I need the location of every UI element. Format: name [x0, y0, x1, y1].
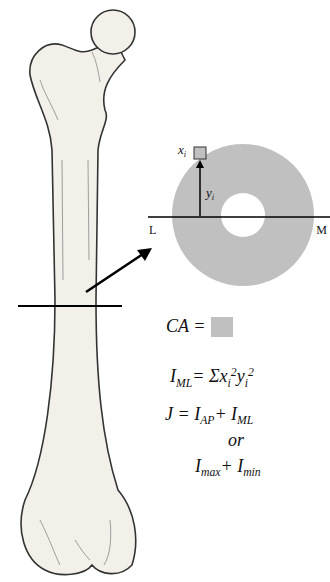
distance-arrow-head — [196, 160, 204, 168]
label-group: M — [316, 224, 327, 236]
label-group: xi — [178, 143, 186, 158]
area-element — [194, 147, 206, 159]
formula-text: CA = — [166, 316, 205, 336]
subscript: i — [212, 192, 214, 202]
formula: CA = — [166, 316, 205, 338]
formula: J = IAP+ IML — [165, 404, 253, 428]
formula-text: = Σx — [192, 366, 227, 386]
formula-text: J = I — [165, 404, 200, 424]
label-group: yi — [206, 186, 214, 201]
femoral-head — [91, 10, 135, 54]
variable-name: x — [178, 142, 184, 157]
subscript: i — [228, 377, 231, 390]
variable-name: y — [206, 185, 212, 200]
superscript: 2 — [231, 366, 237, 379]
cortical-ring — [172, 144, 314, 286]
area-swatch — [211, 317, 233, 337]
subscript: AP — [200, 414, 214, 427]
section-line — [18, 305, 122, 307]
superscript: 2 — [248, 366, 254, 379]
arrow-head — [137, 248, 152, 261]
formula: IML= Σxi2yi2 — [170, 366, 254, 391]
subscript: max — [201, 466, 220, 479]
pointer-arrow — [86, 254, 143, 292]
side-label: L — [149, 223, 156, 237]
medullary-cavity — [221, 193, 265, 237]
subscript: min — [243, 466, 261, 479]
subscript: i — [245, 377, 248, 390]
femur-bone — [21, 40, 136, 575]
neutral-axis — [148, 216, 330, 218]
side-label: M — [316, 223, 327, 237]
distance-arrow — [199, 166, 201, 216]
label-group: L — [149, 224, 156, 236]
formula-text: + I — [214, 404, 237, 424]
formula-text: I — [195, 456, 201, 476]
formula: or — [228, 430, 244, 452]
subscript: ML — [237, 414, 253, 427]
bone-shading — [40, 52, 111, 565]
subscript: ML — [176, 377, 192, 390]
formula-text: y — [237, 366, 245, 386]
formula-text: + I — [220, 456, 243, 476]
subscript: i — [184, 149, 186, 159]
formula: Imax+ Imin — [195, 456, 261, 480]
formula-text: I — [170, 366, 176, 386]
formula-text: or — [228, 430, 244, 450]
